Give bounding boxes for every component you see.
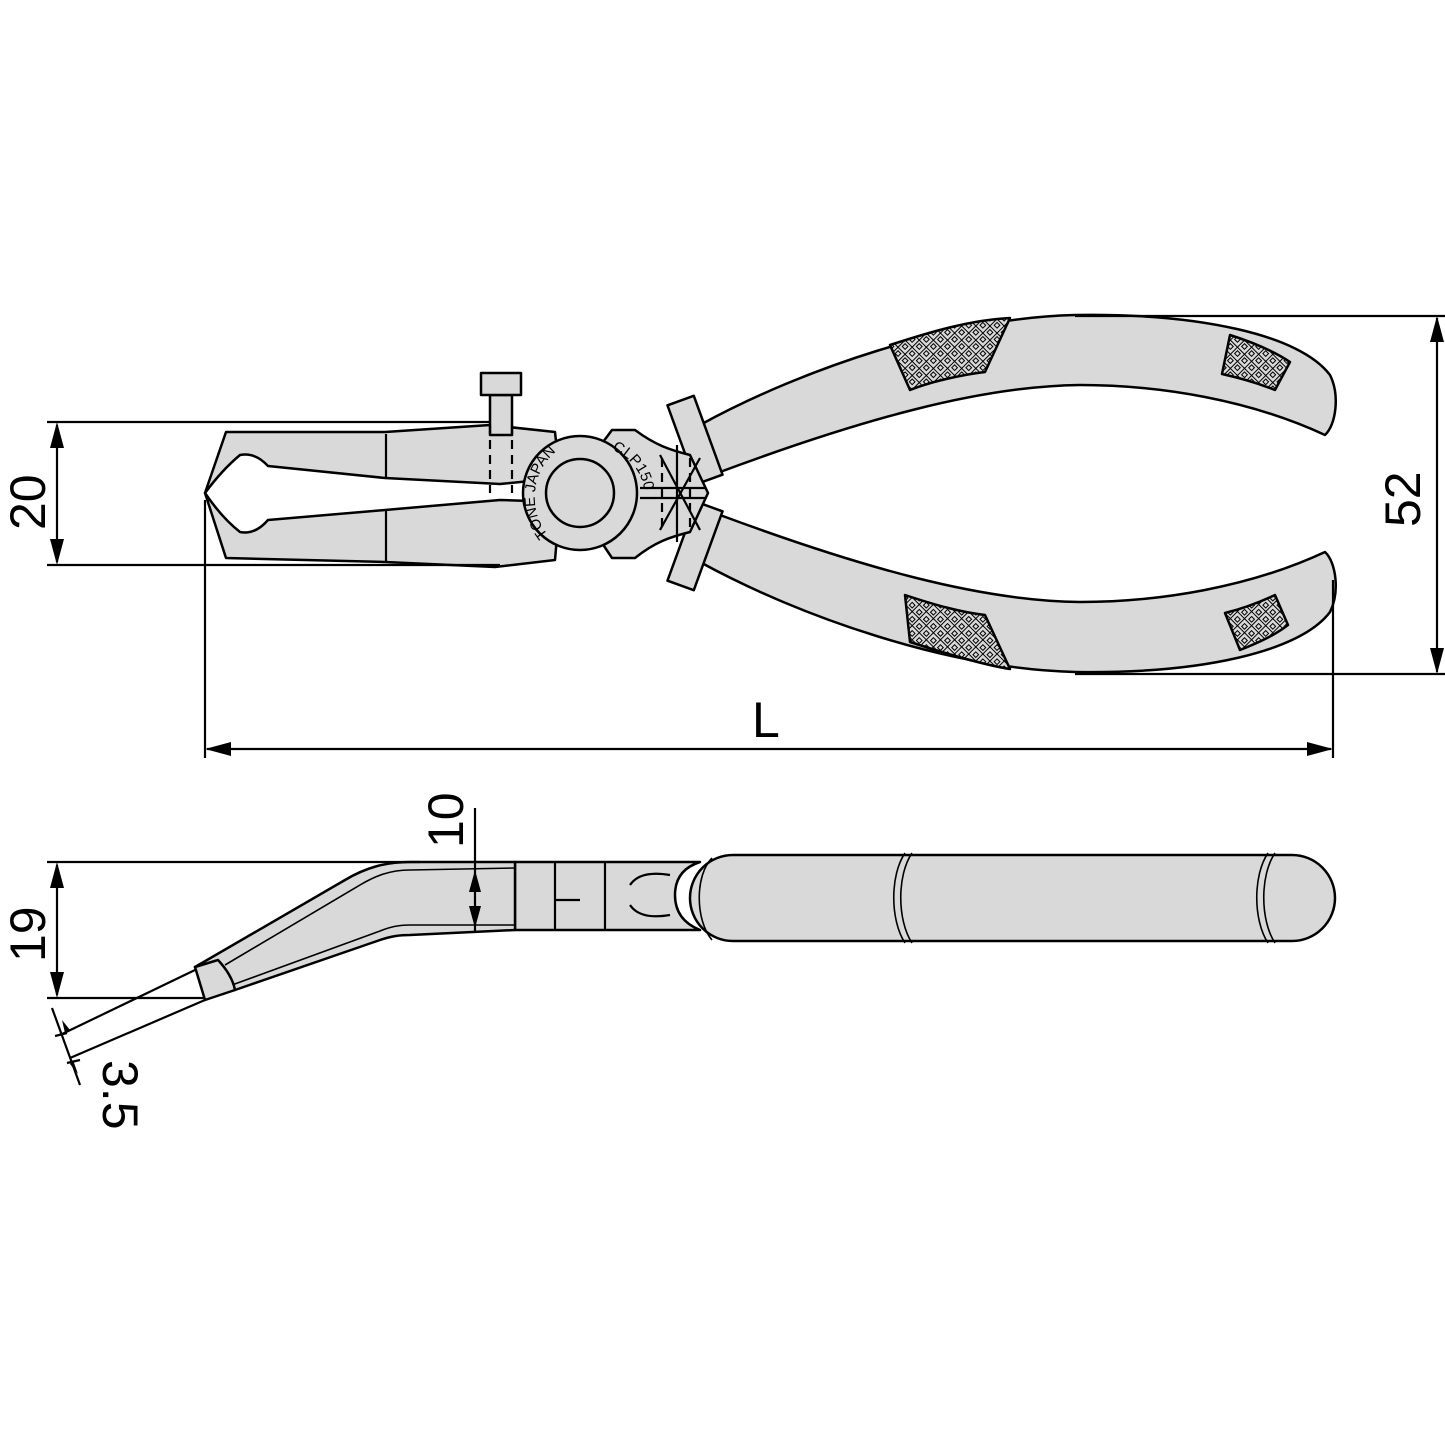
grip-band <box>892 852 913 944</box>
top-view: TONE JAPAN CLP150 <box>203 313 1337 674</box>
dim-19-label: 19 <box>0 906 56 962</box>
dimension-length: L <box>203 500 1335 758</box>
pivot-rivet <box>544 457 616 529</box>
knurl-grip <box>903 593 1012 671</box>
dim-52-label: 52 <box>1375 471 1431 527</box>
stop-screw <box>479 371 523 493</box>
dimension-overall-width: 52 <box>1075 314 1445 676</box>
finger-guard <box>666 500 724 592</box>
dimension-head-thickness: 10 <box>418 792 481 932</box>
grip-band <box>1255 852 1276 944</box>
handle-side <box>688 853 1337 943</box>
dim-L-label: L <box>752 692 780 748</box>
lower-handle <box>698 513 1337 674</box>
knurl-grip <box>1223 593 1290 652</box>
dimension-jaw-height: 20 <box>0 420 500 567</box>
dim-10-label: 10 <box>418 792 474 848</box>
lower-jaw <box>203 491 562 569</box>
jaw-side <box>193 860 517 992</box>
knurl-grip <box>1220 333 1292 392</box>
jaw-tip <box>193 958 237 1002</box>
hinge-marks <box>640 445 705 542</box>
upper-handle <box>698 313 1337 474</box>
finger-guard <box>666 394 724 486</box>
dim-3-5-label: 3.5 <box>92 1060 148 1130</box>
knurl-grip <box>888 316 1012 392</box>
dimension-offset: 19 <box>0 860 420 1000</box>
dim-20-label: 20 <box>0 474 56 530</box>
dimension-tip-thickness: 3.5 <box>50 1007 148 1130</box>
head-side <box>513 860 702 932</box>
side-view <box>59 852 1337 1060</box>
